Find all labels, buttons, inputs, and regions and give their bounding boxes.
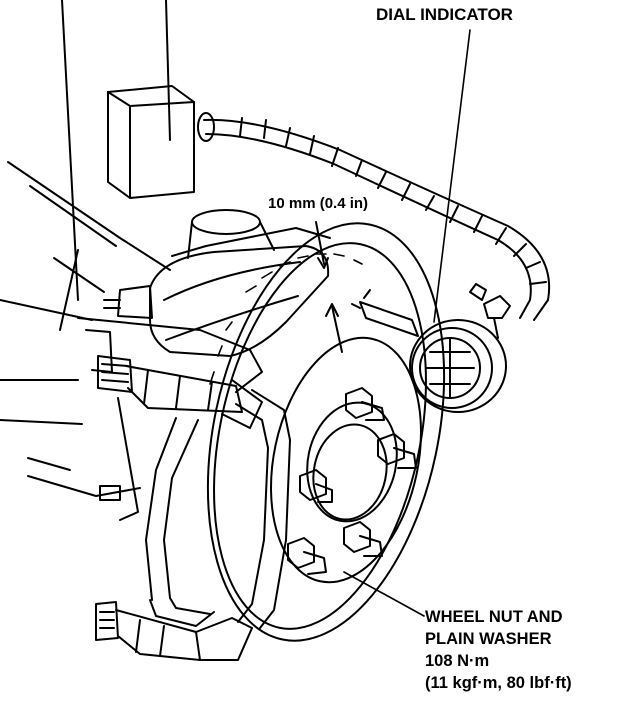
- measure-point-label: 10 mm (0.4 in): [268, 195, 369, 212]
- front-caliper-frame: [145, 389, 291, 629]
- brake-disc: [206, 222, 446, 642]
- wheel-nut-1: [345, 387, 385, 421]
- caliper-bracket: [77, 317, 263, 521]
- disc-vent-holes: [209, 253, 363, 385]
- wheel-nut-label-line1: WHEEL NUT AND: [425, 608, 563, 626]
- wheel-nut-4: [343, 521, 383, 557]
- wheel-nut-2: [377, 433, 417, 469]
- hub-housing: [171, 209, 331, 259]
- wheel-nut-3: [299, 469, 333, 503]
- lower-slide-pin: [95, 601, 253, 661]
- dial-indicator-leader: [433, 29, 471, 323]
- wheel-nuts: [287, 387, 417, 575]
- upper-slide-pin: [97, 355, 263, 429]
- dial-indicator: [409, 283, 511, 413]
- strut-tower: [59, 0, 171, 331]
- indicator-plunger: [351, 289, 419, 337]
- torque-nm-label: 108 N·m: [425, 652, 490, 670]
- measure-arrow: [315, 221, 343, 353]
- wheel-nut-leader: [343, 571, 425, 617]
- wheel-nut-label: WHEEL NUT AND PLAIN WASHER 108 N·m (11 k…: [425, 606, 572, 694]
- indicator-flex-arm: [197, 112, 551, 321]
- caliper-body: [103, 245, 330, 357]
- wheel-nut-5: [287, 537, 327, 575]
- label-leaders: [343, 29, 471, 617]
- dial-indicator-label: DIAL INDICATOR: [376, 5, 513, 24]
- control-arm: [0, 161, 171, 497]
- wheel-nut-label-line2: PLAIN WASHER: [425, 630, 552, 648]
- knuckle-bracket: [107, 85, 195, 199]
- torque-alt-label: (11 kgf·m, 80 lbf·ft): [425, 674, 572, 692]
